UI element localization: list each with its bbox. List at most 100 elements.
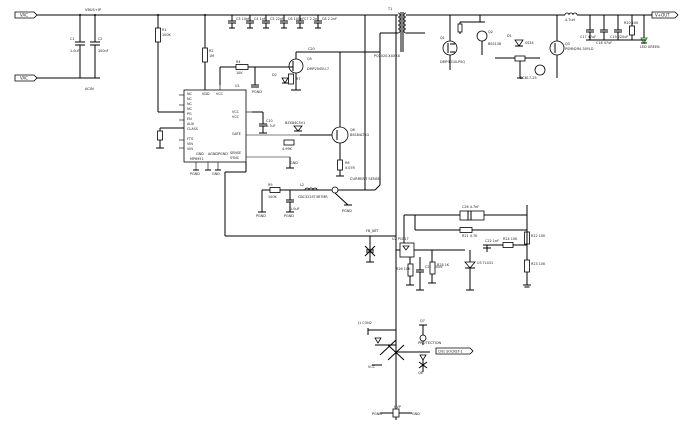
input-connector-bottom[interactable]: VAC bbox=[14, 74, 62, 82]
svg-text:PQ2020-XXXXX: PQ2020-XXXXX bbox=[374, 54, 401, 58]
svg-text:VCC: VCC bbox=[232, 115, 240, 119]
svg-text:4.7uH: 4.7uH bbox=[565, 18, 576, 22]
feedback-block: C26 4.7nF R21 4.7K R22 10K R23 10K R24 1… bbox=[392, 205, 546, 291]
svg-text:Q6: Q6 bbox=[350, 128, 355, 132]
svg-text:1.0uF: 1.0uF bbox=[70, 49, 80, 53]
svg-text:GND: GND bbox=[412, 412, 420, 416]
svg-text:SS34: SS34 bbox=[525, 41, 534, 45]
transformer-t1: T1 PQ2020-XXXXX bbox=[374, 7, 445, 420]
svg-text:R22 10K: R22 10K bbox=[531, 234, 546, 238]
svg-text:C7 2.2nF: C7 2.2nF bbox=[304, 17, 319, 21]
svg-text:U2 PC817: U2 PC817 bbox=[392, 237, 409, 241]
svg-text:PGND: PGND bbox=[284, 214, 294, 218]
svg-text:VCC: VCC bbox=[368, 365, 376, 369]
svg-text:C19 220uF: C19 220uF bbox=[610, 35, 628, 39]
output-connector[interactable]: V+OUT bbox=[650, 11, 679, 19]
q4-bjt: BC817-25 bbox=[520, 64, 546, 80]
svg-text:AUX: AUX bbox=[187, 122, 195, 126]
svg-text:VAC: VAC bbox=[20, 76, 28, 81]
svg-text:C4 1nF: C4 1nF bbox=[254, 17, 266, 21]
svg-text:NC: NC bbox=[187, 102, 193, 106]
bottom-ground-tie: PGND GND HVP bbox=[372, 405, 420, 418]
secondary-stage: Q1 DMP3010LPSQ Q2 BSS138 D1 SS34 BC817-2… bbox=[440, 14, 594, 80]
svg-text:U1: U1 bbox=[235, 84, 240, 88]
svg-text:FTS: FTS bbox=[187, 137, 193, 141]
svg-text:Q5: Q5 bbox=[307, 57, 312, 61]
svg-text:HVP: HVP bbox=[394, 405, 401, 409]
svg-text:1M: 1M bbox=[209, 54, 214, 58]
svg-text:Q7: Q7 bbox=[420, 319, 425, 323]
q3-mosfet: Q3 PSMN2R4-30YLD bbox=[549, 40, 594, 56]
input-connector-top[interactable]: VAC bbox=[14, 11, 62, 19]
bottom-socket-connector[interactable]: CN1 SOCKET-1 bbox=[435, 347, 474, 355]
svg-text:U3 TL431: U3 TL431 bbox=[477, 261, 493, 265]
svg-text:Q8: Q8 bbox=[418, 371, 423, 375]
svg-text:MP6951: MP6951 bbox=[190, 157, 204, 161]
svg-text:C3 10nF: C3 10nF bbox=[236, 17, 250, 21]
cap-bank-2: C4 1nF bbox=[246, 15, 266, 29]
d1-diode: D1 SS34 bbox=[507, 34, 534, 47]
svg-text:R9: R9 bbox=[268, 183, 273, 187]
svg-text:ACIN: ACIN bbox=[85, 87, 94, 91]
svg-text:GATE: GATE bbox=[232, 132, 241, 136]
q2-mosfet: Q2 BSS138 bbox=[476, 30, 501, 46]
isense-net-label: CURRENT SENSE bbox=[350, 177, 381, 181]
bias-network: R4 10K PGND C10 4.7uF Q5 DMP2045U-7 C20 … bbox=[219, 47, 340, 134]
svg-text:R2: R2 bbox=[209, 49, 214, 53]
cap-bank-4: C6 100nF bbox=[280, 15, 304, 29]
svg-text:R6: R6 bbox=[345, 161, 350, 165]
svg-text:BSS84LT1G: BSS84LT1G bbox=[350, 133, 370, 137]
svg-text:R20 10K: R20 10K bbox=[624, 21, 639, 25]
svg-text:V+OUT: V+OUT bbox=[655, 13, 670, 18]
svg-text:C10: C10 bbox=[266, 119, 273, 123]
svg-text:GND: GND bbox=[212, 172, 220, 176]
svg-text:NC: NC bbox=[187, 92, 193, 96]
fb-left-cap: FB_NET bbox=[364, 229, 380, 263]
out-cap-2: C18 47uF bbox=[596, 15, 612, 45]
input-stage: VBUS+IP ACIN C1 1.0uF C2 100nF bbox=[62, 8, 395, 91]
gate-drive: BZX84C5V1 4.99K Q6 BSS84LT1G R6 0.07R GN… bbox=[282, 51, 380, 177]
svg-text:4.7uF: 4.7uF bbox=[266, 124, 276, 128]
svg-text:R25 1K: R25 1K bbox=[437, 263, 450, 267]
svg-text:DMP3010LPSQ: DMP3010LPSQ bbox=[440, 60, 465, 64]
svg-text:C1: C1 bbox=[70, 37, 75, 41]
svg-text:AGND: AGND bbox=[208, 152, 218, 156]
svg-text:D2: D2 bbox=[272, 73, 277, 77]
svg-text:PG: PG bbox=[187, 112, 192, 116]
svg-text:100nF: 100nF bbox=[98, 49, 109, 53]
svg-text:C2: C2 bbox=[98, 37, 103, 41]
cap-bank-3: C5 22nF bbox=[262, 15, 284, 29]
protection-net-label: PROTECTION bbox=[418, 341, 442, 345]
svg-text:C8 2.2nF: C8 2.2nF bbox=[322, 17, 337, 21]
svg-text:R21 4.7K: R21 4.7K bbox=[462, 234, 478, 238]
svg-text:C18 47uF: C18 47uF bbox=[596, 41, 612, 45]
controller-ic-u1: MP6951 U1 NC NC NC NC PG EN AUX CLASS FT… bbox=[179, 84, 300, 170]
svg-text:R26 10K: R26 10K bbox=[396, 267, 411, 271]
svg-text:R4: R4 bbox=[236, 60, 241, 64]
out-r20: R20 10K bbox=[624, 15, 639, 40]
svg-text:VBUS+IP: VBUS+IP bbox=[85, 8, 102, 12]
svg-text:J1 CON2: J1 CON2 bbox=[357, 321, 372, 325]
svg-text:SENSE: SENSE bbox=[230, 151, 241, 155]
svg-text:0.07R: 0.07R bbox=[345, 166, 356, 170]
svg-text:1.0uF: 1.0uF bbox=[290, 207, 300, 211]
svg-text:VIN: VIN bbox=[187, 142, 193, 146]
svg-text:R23 10K: R23 10K bbox=[531, 262, 546, 266]
svg-text:R7: R7 bbox=[296, 77, 301, 81]
svg-text:T1: T1 bbox=[387, 7, 392, 11]
svg-text:GND: GND bbox=[196, 152, 204, 156]
svg-text:Q1: Q1 bbox=[440, 36, 445, 40]
svg-text:BC817-25: BC817-25 bbox=[520, 76, 537, 80]
svg-text:VAC: VAC bbox=[20, 13, 28, 18]
svg-text:FB_NET: FB_NET bbox=[366, 229, 380, 233]
svg-text:100K: 100K bbox=[268, 195, 277, 199]
cap-bank-1: C3 10nF bbox=[228, 15, 250, 29]
bottom-protection: J1 CON2 VCC Q7 Q8 bbox=[357, 319, 430, 375]
left-rails: R1 100K R2 1M bbox=[155, 14, 214, 149]
q1-mosfet: Q1 DMP3010LPSQ bbox=[440, 36, 465, 64]
svg-text:PGND: PGND bbox=[218, 152, 228, 156]
svg-text:C5 22nF: C5 22nF bbox=[270, 17, 284, 21]
svg-text:GND: GND bbox=[290, 161, 298, 165]
svg-text:VCC: VCC bbox=[232, 110, 240, 114]
